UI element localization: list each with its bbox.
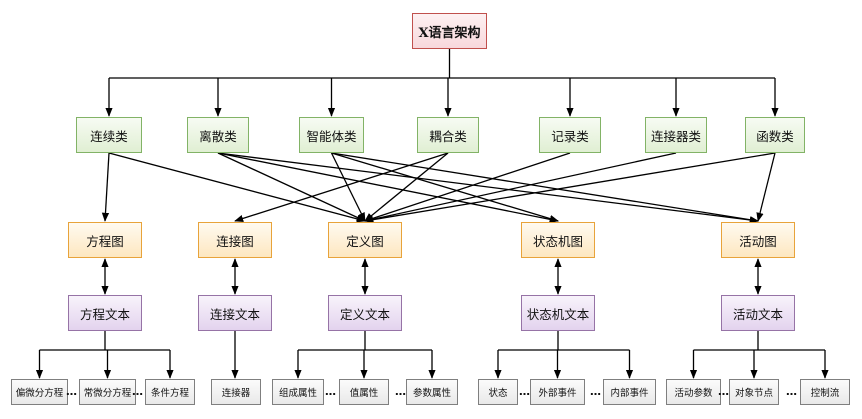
relation-function-definition (364, 152, 776, 224)
relation-continuous-equation (101, 152, 110, 222)
ellipsis-equation-0: … (66, 385, 77, 398)
relation-function-activity (756, 152, 776, 222)
leaf-node-10: 活动参数 (666, 379, 721, 405)
text-node-definition: 定义文本 (328, 295, 402, 331)
graph-node-activity: 活动图 (721, 222, 795, 258)
leaf-node-9: 内部事件 (603, 379, 656, 405)
class-node-connector: 连接器类 (645, 117, 707, 153)
relation-coupling-connection (234, 152, 449, 222)
relation-agent-activity (331, 152, 759, 224)
relation-discrete-activity (217, 152, 759, 224)
leaf-node-4: 组成属性 (272, 379, 324, 405)
root-node: X语言架构 (412, 13, 487, 49)
leaf-node-8: 外部事件 (530, 379, 585, 405)
relation-agent-statemachine (331, 152, 559, 223)
ellipsis-activity-1: … (786, 385, 797, 398)
ellipsis-equation-1: … (132, 385, 143, 398)
leaf-node-12: 控制流 (800, 379, 850, 405)
text-node-activity: 活动文本 (721, 295, 795, 331)
relation-continuous-definition (108, 152, 366, 223)
leaf-node-1: 常微分方程 (79, 379, 136, 405)
ellipsis-definition-0: … (325, 385, 336, 398)
relation-agent-definition (330, 152, 366, 222)
ellipsis-statemachine-1: … (590, 385, 601, 398)
relation-discrete-statemachine (217, 152, 559, 223)
leaf-node-0: 偏微分方程 (11, 379, 68, 405)
graph-node-connection: 连接图 (198, 222, 272, 258)
ellipsis-definition-1: … (395, 385, 406, 398)
leaf-node-2: 条件方程 (145, 379, 195, 405)
class-node-continuous: 连续类 (76, 117, 142, 153)
leaf-node-6: 参数属性 (406, 379, 458, 405)
graph-node-equation: 方程图 (68, 222, 142, 258)
ellipsis-statemachine-0: … (519, 385, 530, 398)
text-node-equation: 方程文本 (68, 295, 142, 331)
leaf-node-3: 连接器 (211, 379, 261, 405)
graph-node-definition: 定义图 (328, 222, 402, 258)
ellipsis-activity-0: … (718, 385, 729, 398)
graph-node-statemachine: 状态机图 (521, 222, 595, 258)
relation-connector-definition (364, 152, 677, 223)
class-node-record: 记录类 (539, 117, 601, 153)
class-node-discrete: 离散类 (187, 117, 249, 153)
leaf-node-5: 值属性 (339, 379, 389, 405)
relation-coupling-definition (364, 152, 449, 222)
text-node-statemachine: 状态机文本 (521, 295, 595, 331)
relation-discrete-definition (217, 152, 366, 222)
text-node-connection: 连接文本 (198, 295, 272, 331)
class-node-agent: 智能体类 (299, 117, 364, 153)
class-node-coupling: 耦合类 (417, 117, 479, 153)
leaf-node-7: 状态 (478, 379, 518, 405)
relation-record-definition (364, 152, 571, 222)
class-node-function: 函数类 (745, 117, 805, 153)
leaf-node-11: 对象节点 (729, 379, 779, 405)
